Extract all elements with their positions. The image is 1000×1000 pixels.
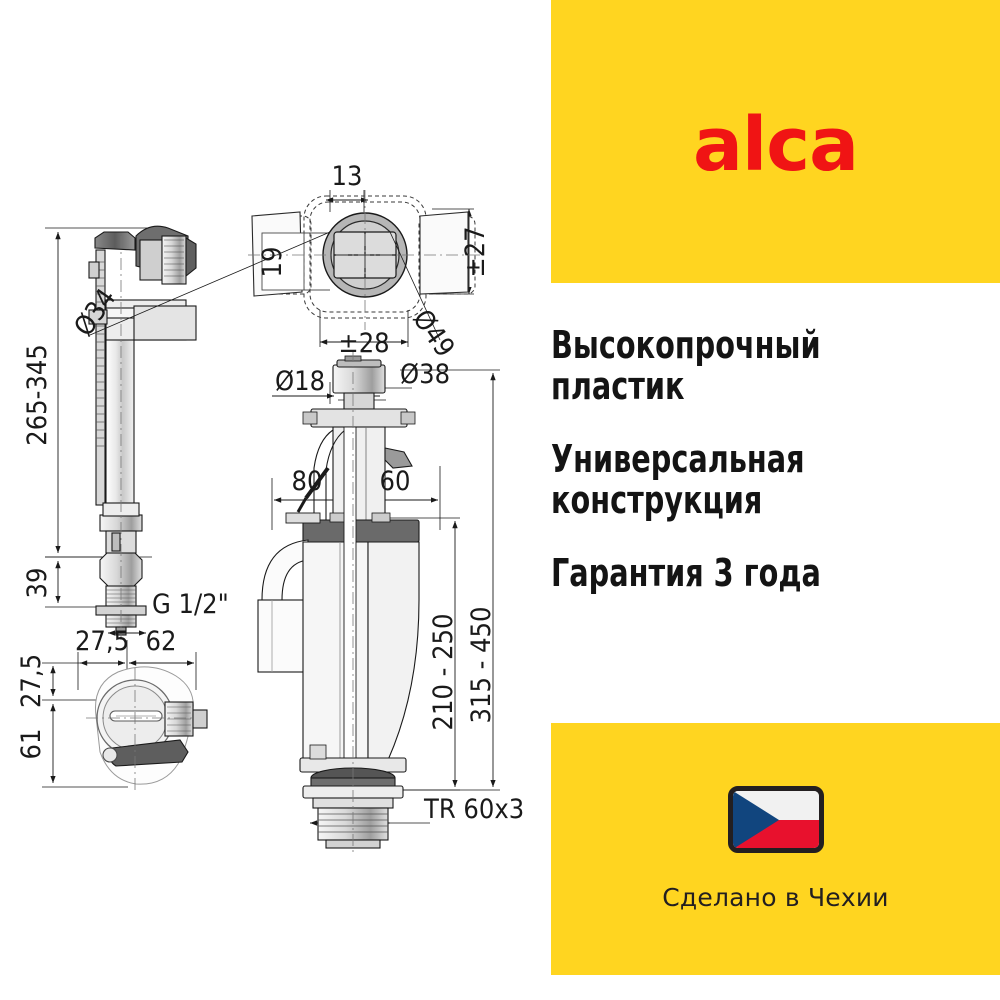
- origin-label: Сделано в Чехии: [662, 883, 889, 912]
- dim-btn-28: ±28: [338, 328, 389, 359]
- czech-republic-flag-icon: [727, 786, 824, 853]
- brand-logo-panel: alca: [551, 0, 1000, 283]
- feature-item-3: Гарантия 3 года: [551, 551, 821, 596]
- dim-inlet-thread: G 1/2": [152, 589, 229, 620]
- dim-dia18: Ø18: [275, 366, 325, 397]
- dim-btn-13: 13: [332, 161, 363, 192]
- dim-top-27-5-vertical: 27,5: [16, 654, 47, 708]
- fill-valve-side-drawing: [45, 225, 197, 640]
- dim-tr60x3: TR 60x3: [423, 794, 524, 825]
- dim-top-62: 62: [146, 626, 177, 657]
- dim-210-250: 210 - 250: [428, 614, 459, 731]
- dim-315-450: 315 - 450: [466, 607, 497, 724]
- flag-blue-triangle: [732, 791, 779, 848]
- dim-80: 80: [292, 466, 323, 497]
- dim-top-61: 61: [16, 729, 47, 760]
- feature-item-1: Высокопрочный пластик: [551, 323, 821, 409]
- dim-60: 60: [380, 466, 411, 497]
- dim-thread-offset: 39: [22, 568, 53, 599]
- technical-drawing-panel: 265-345 39 G 1/2" 27,5 62 27,5 61 13 19 …: [16, 161, 524, 855]
- dim-btn-27: ±27: [460, 226, 491, 277]
- feature-item-2: Универсальная конструкция: [551, 437, 805, 523]
- alca-logo: alca: [692, 101, 859, 188]
- dim-btn-dia49: Ø49: [406, 304, 460, 363]
- feature-list: Высокопрочный пластик Универсальная конс…: [551, 323, 981, 596]
- dim-height-range: 265-345: [22, 344, 53, 445]
- dim-dia38: Ø38: [400, 359, 450, 390]
- dim-top-27-5-horizontal: 27,5: [75, 626, 129, 657]
- country-of-origin-panel: Сделано в Чехии: [551, 723, 1000, 975]
- fill-valve-top-drawing: [42, 640, 208, 790]
- flush-valve-side-drawing: [257, 350, 500, 855]
- logo-wrapper: alca: [551, 0, 1000, 283]
- dim-btn-19: 19: [257, 247, 288, 278]
- flush-button-top-drawing: [89, 190, 482, 347]
